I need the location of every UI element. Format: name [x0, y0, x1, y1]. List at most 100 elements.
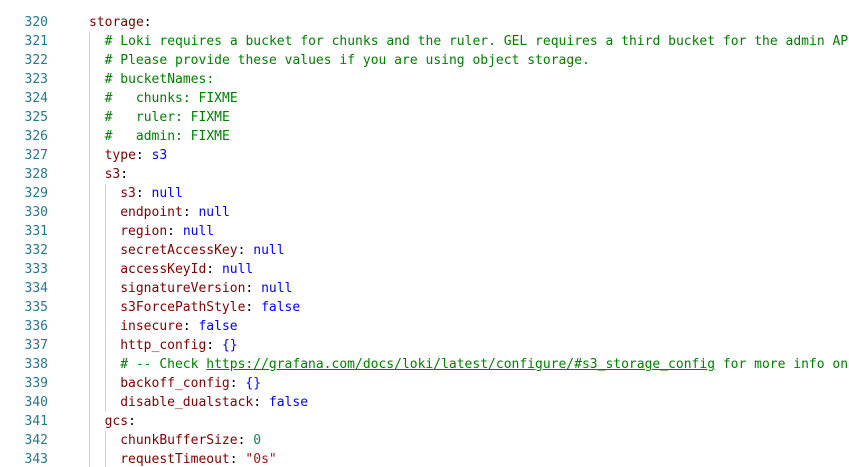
indent-guide — [89, 51, 90, 70]
code-token: null — [253, 243, 285, 258]
code-token: null — [198, 205, 230, 220]
indent-guide — [89, 203, 90, 222]
line-number: 330 — [24, 205, 48, 220]
code-line[interactable]: 321 # Loki requires a bucket for chunks a… — [0, 32, 849, 51]
code-text: disable_dualstack: false — [120, 393, 308, 412]
code-line[interactable]: 325 # ruler: FIXME — [0, 108, 849, 127]
indent-guide — [89, 89, 90, 108]
indent-guide — [105, 374, 106, 393]
code-token: null — [221, 262, 254, 277]
indent-guide — [105, 184, 106, 203]
code-token: # bucketNames: — [104, 72, 215, 87]
indent-guide — [89, 70, 90, 89]
code-text: # admin: FIXME — [105, 127, 230, 146]
code-token: : — [229, 452, 246, 467]
code-text: s3ForcePathStyle: false — [120, 298, 300, 317]
code-text: gcs: — [105, 412, 136, 431]
code-token: accessKeyId — [120, 262, 207, 277]
code-line[interactable]: 326 # admin: FIXME — [0, 127, 849, 146]
code-token: : — [167, 224, 183, 239]
code-text: region: null — [120, 222, 214, 241]
line-number: 332 — [24, 243, 48, 258]
line-number: 342 — [24, 433, 48, 448]
code-token: disable_dualstack — [120, 395, 254, 410]
code-line[interactable]: 322# Please provide these values if you … — [0, 51, 849, 70]
code-token: backoff_config — [120, 376, 230, 391]
code-token: s3 — [120, 186, 136, 201]
line-number: 339 — [24, 376, 48, 391]
code-token: : — [143, 15, 152, 30]
code-token: : — [245, 300, 262, 315]
code-text: signatureVersion: null — [120, 279, 292, 298]
code-token: s3 — [151, 148, 168, 163]
line-number: 341 — [24, 414, 48, 429]
code-text: insecure: false — [120, 317, 237, 336]
code-line[interactable]: 336 insecure: false — [0, 317, 849, 336]
line-number: 328 — [24, 167, 48, 182]
code-text: http_config: {} — [120, 336, 237, 355]
indent-guide — [89, 279, 90, 298]
code-token: false — [268, 395, 309, 410]
line-number: 335 — [24, 300, 48, 315]
code-text: requestTimeout: "0s" — [120, 450, 277, 467]
code-text: # Please provide these values if you are… — [105, 51, 590, 70]
indent-guide — [89, 222, 90, 241]
indent-guide — [105, 260, 106, 279]
line-number: 325 — [24, 110, 48, 125]
code-token: 0 — [253, 433, 262, 448]
doc-link[interactable]: https://grafana.com/docs/loki/latest/con… — [206, 357, 716, 372]
code-line[interactable]: 319storage — [0, 0, 849, 13]
code-token: : — [206, 262, 222, 277]
code-line[interactable]: 323# bucketNames: — [0, 70, 849, 89]
code-line[interactable]: 335 s3ForcePathStyle: false — [0, 298, 849, 317]
code-line[interactable]: 324# chunks: FIXME — [0, 89, 849, 108]
code-token: # ruler: FIXME — [104, 110, 230, 125]
code-token: # -- Check — [120, 357, 207, 372]
code-line[interactable]: 332 secretAccessKey: null — [0, 241, 849, 260]
indent-guide — [105, 317, 106, 336]
line-number: 326 — [24, 129, 48, 144]
code-token: signatureVersion — [120, 281, 246, 296]
line-number: 321 — [24, 34, 48, 49]
code-token: region — [120, 224, 168, 239]
code-token: gcs — [104, 414, 129, 429]
indent-guide — [89, 336, 90, 355]
code-token: endpoint — [120, 205, 183, 220]
indent-guide — [89, 450, 90, 467]
code-token: "0s" — [245, 452, 277, 467]
code-line[interactable]: 339 backoff_config: {} — [0, 374, 849, 393]
code-line[interactable]: 320 storage: — [0, 13, 849, 32]
code-text: storage: — [89, 13, 152, 32]
code-token: # Loki requires a bucket for chunks and … — [104, 34, 849, 49]
code-token: : — [229, 376, 246, 391]
code-text: # ruler: FIXME — [105, 108, 230, 127]
code-token: {} — [245, 376, 262, 391]
indent-guide — [105, 431, 106, 450]
code-line[interactable]: 341 gcs: — [0, 412, 849, 431]
indent-guide — [105, 241, 106, 260]
indent-guide — [105, 355, 106, 374]
code-line[interactable]: 338# -- Check https://grafana.com/docs/l… — [0, 355, 849, 374]
indent-guide — [89, 184, 90, 203]
indent-guide — [89, 241, 90, 260]
code-token: requestTimeout — [120, 452, 230, 467]
code-text: secretAccessKey: null — [120, 241, 284, 260]
indent-guide — [105, 336, 106, 355]
code-token: storage — [89, 15, 144, 30]
line-number: 320 — [24, 15, 48, 30]
line-number: 336 — [24, 319, 48, 334]
indent-guide — [89, 260, 90, 279]
